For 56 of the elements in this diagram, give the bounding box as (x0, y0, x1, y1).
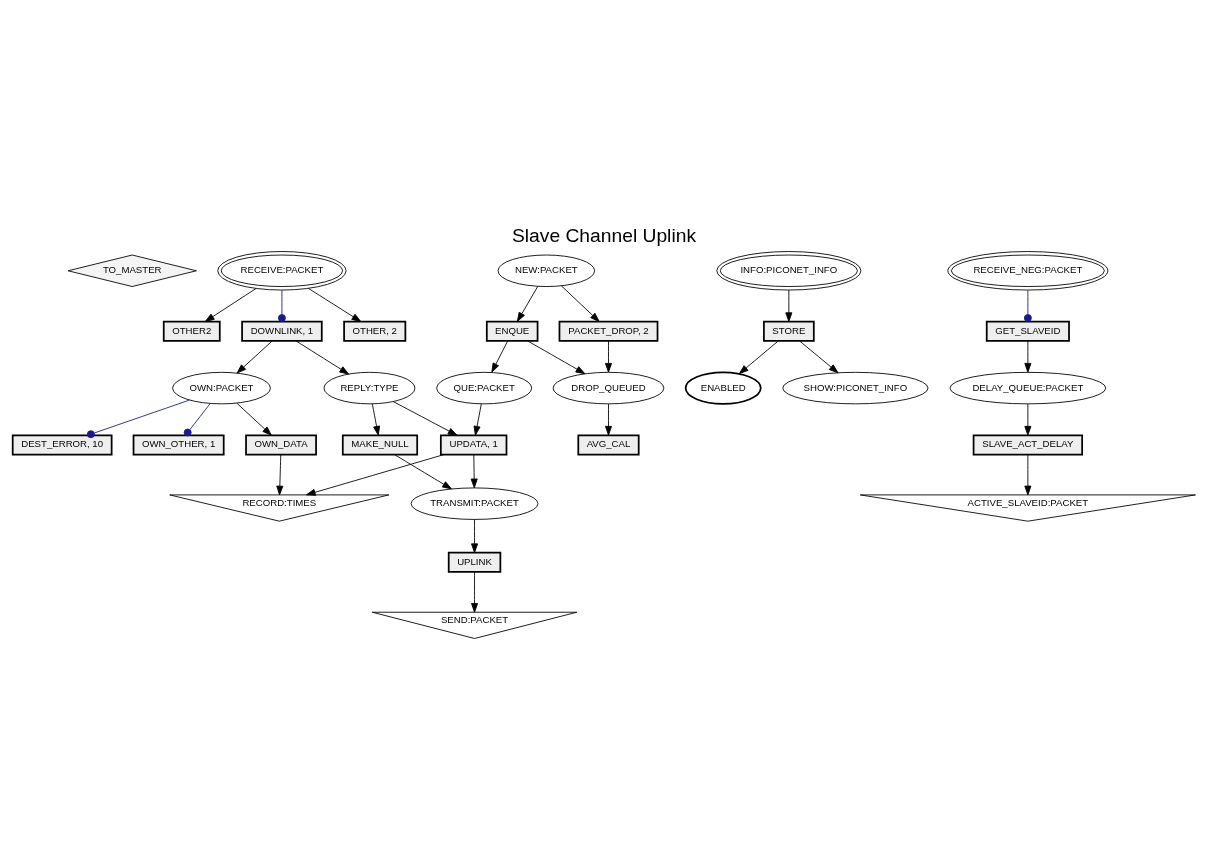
arrow (306, 454, 445, 496)
node-box: AVG_CAL (577, 434, 640, 456)
arrow (204, 288, 257, 322)
node-box: DEST_ERROR, 10 (11, 434, 113, 456)
node-ellipse: ENABLED (684, 371, 762, 405)
node-box: OWN_DATA (245, 434, 317, 456)
arrow (470, 454, 478, 489)
arrow (392, 401, 458, 436)
node-ellipse: OWN:PACKET (172, 371, 271, 405)
node-ellipse: REPLY:TYPE (323, 371, 416, 405)
arrow (1024, 340, 1032, 373)
connector (278, 289, 286, 322)
node-ellipse: DELAY_QUEUE:PACKET (949, 371, 1107, 405)
arrow (527, 340, 586, 375)
arrow (308, 288, 362, 322)
node-box: PACKET_DROP, 2 (558, 320, 659, 342)
node-box: SLAVE_ACT_DELAY (972, 434, 1084, 456)
arrow (799, 340, 839, 374)
node-box: MAKE_NULL (341, 434, 419, 456)
connector (183, 403, 211, 437)
arrow (471, 571, 479, 613)
node-box: STORE (763, 320, 815, 342)
node-diamond: TO_MASTER (67, 254, 197, 287)
node-box: ENQUE (485, 320, 539, 342)
node-box: OTHER2 (162, 320, 221, 342)
arrow (738, 340, 779, 375)
arrow (605, 340, 612, 373)
arrow (1024, 403, 1032, 436)
arrow (605, 403, 612, 436)
node-box: UPDATA, 1 (439, 434, 508, 456)
arrow (560, 285, 600, 322)
arrow (471, 519, 479, 554)
arrow (785, 289, 793, 322)
arrow (295, 340, 350, 375)
node-box: DOWNLINK, 1 (241, 320, 323, 342)
node-ellipse: QUE:PACKET (436, 371, 533, 405)
arrow (491, 340, 509, 373)
arrow (236, 402, 272, 436)
node-box: UPLINK (447, 551, 502, 573)
arrow (236, 340, 273, 374)
node-ellipse: SHOW:PICONET_INFO (782, 371, 929, 405)
node-ellipse: NEW:PACKET (497, 254, 596, 287)
diagram-title: Slave Channel Uplink (511, 225, 697, 247)
arrow (276, 454, 284, 496)
arrow (473, 403, 482, 436)
connector (1023, 289, 1032, 322)
node-ellipse: TRANSMIT:PACKET (410, 487, 539, 520)
arrow (1024, 454, 1032, 496)
arrow (371, 403, 381, 436)
node-ellipse: DROP_QUEUED (552, 371, 665, 405)
connector (86, 399, 190, 439)
arrow (516, 286, 539, 322)
arrow (394, 454, 452, 490)
node-box: GET_SLAVEID (985, 320, 1070, 342)
node-box: OTHER, 2 (343, 320, 407, 342)
node-box: OWN_OTHER, 1 (132, 434, 225, 456)
